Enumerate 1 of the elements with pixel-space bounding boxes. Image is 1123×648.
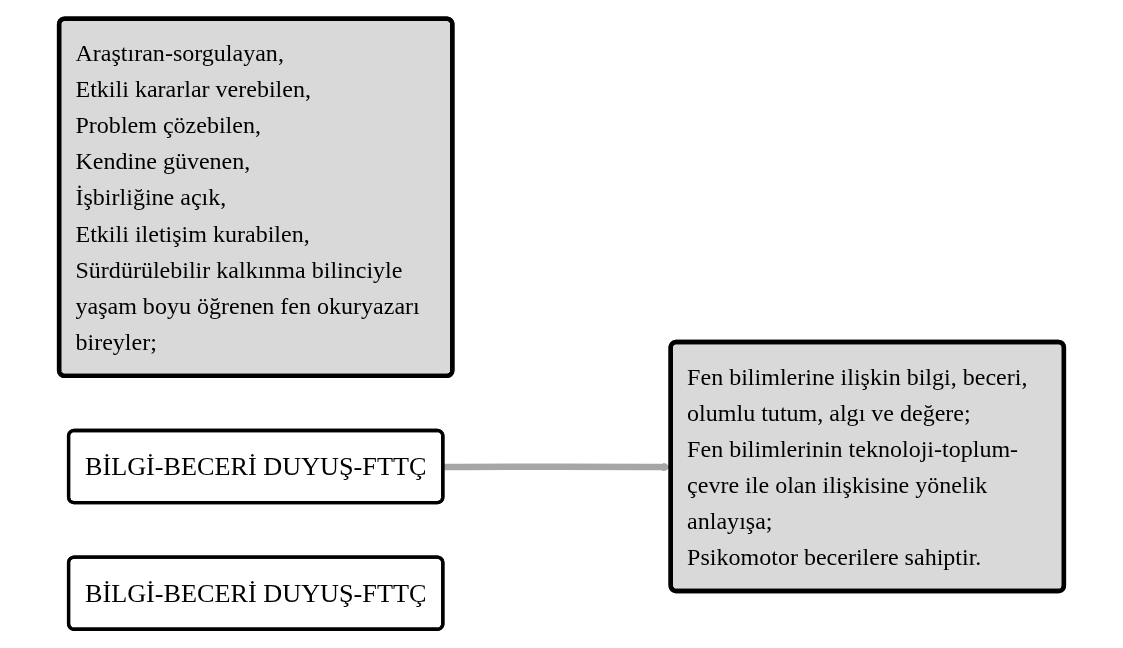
arrow <box>443 462 672 472</box>
